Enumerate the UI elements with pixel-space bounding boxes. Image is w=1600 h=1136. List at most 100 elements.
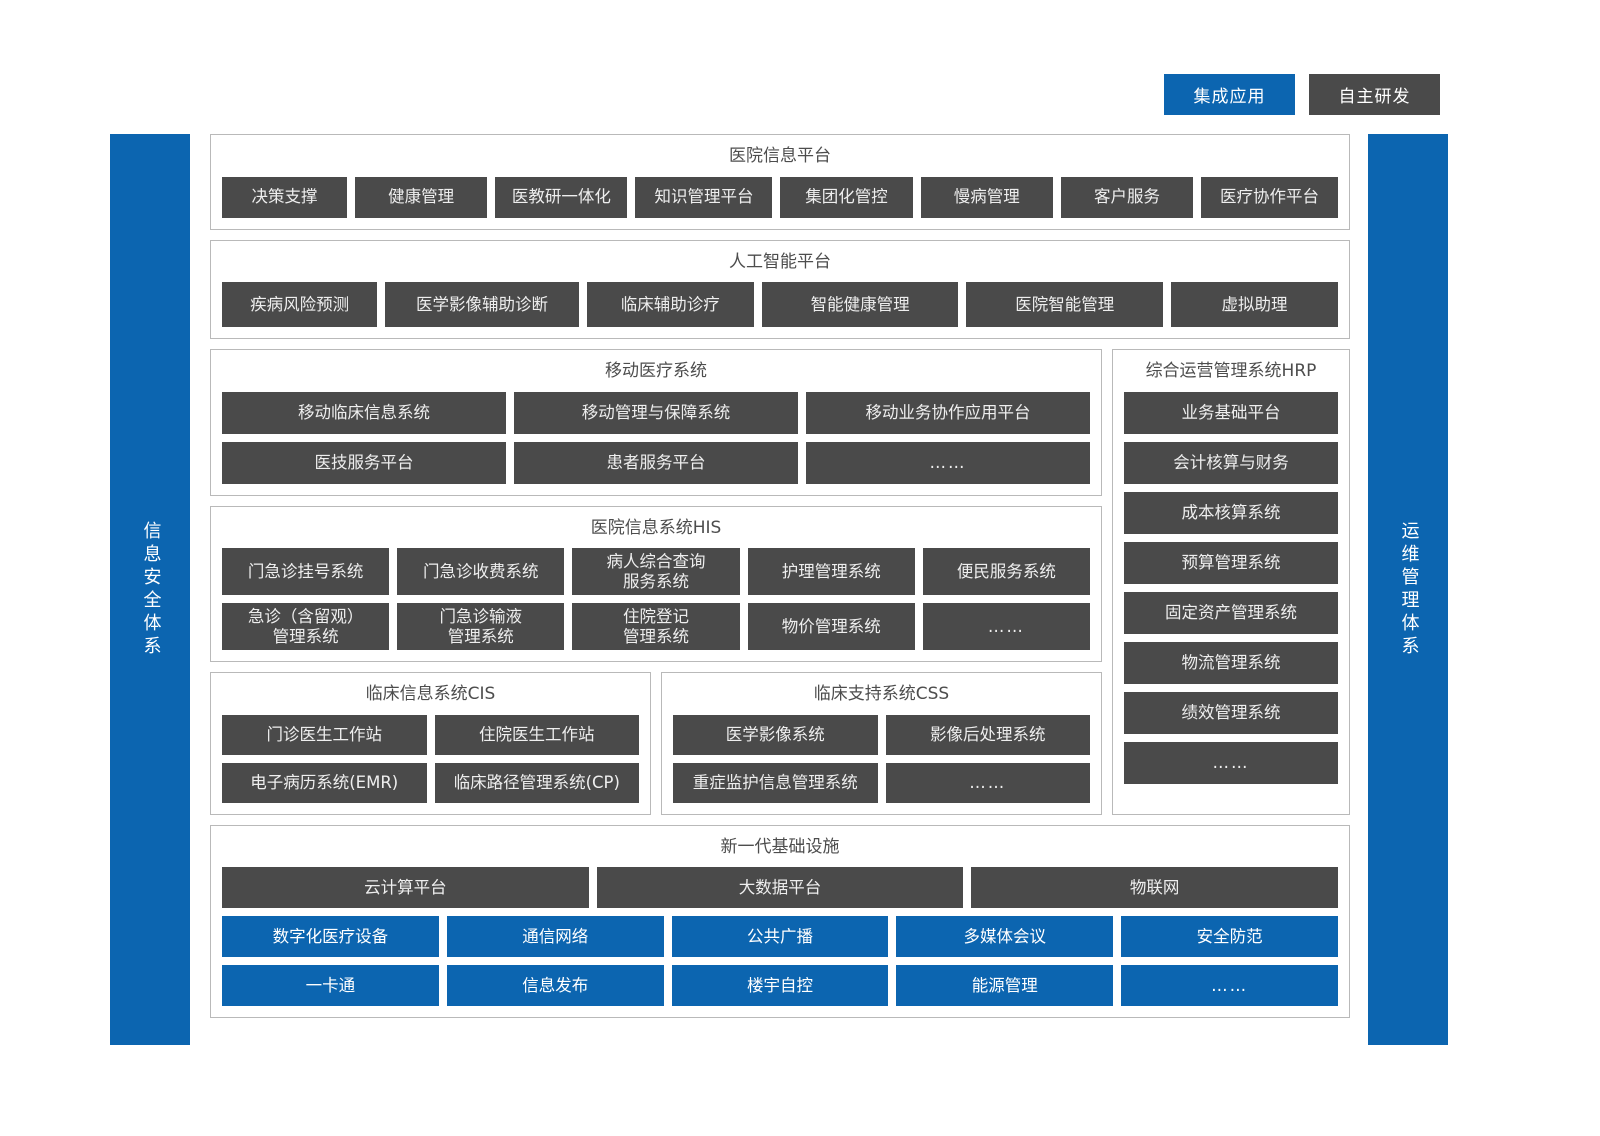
module-box[interactable]: 急诊（含留观） 管理系统	[222, 603, 390, 650]
module-box[interactable]: 云计算平台	[222, 867, 589, 908]
module-box[interactable]: 医学影像辅助诊断	[385, 282, 579, 327]
row-css-2: 重症监护信息管理系统 ……	[673, 762, 1090, 803]
module-box[interactable]: 医院智能管理	[966, 282, 1164, 327]
module-box[interactable]: 患者服务平台	[514, 441, 798, 484]
module-box[interactable]: 医技服务平台	[222, 441, 506, 484]
row-cis-1: 门诊医生工作站 住院医生工作站	[222, 714, 639, 755]
module-box[interactable]: 门急诊挂号系统	[222, 548, 390, 595]
module-box[interactable]: 知识管理平台	[635, 176, 773, 218]
panel-his: 医院信息系统HIS 门急诊挂号系统 门急诊收费系统 病人综合查询 服务系统 护理…	[210, 505, 1102, 662]
module-box[interactable]: 临床辅助诊疗	[586, 282, 754, 327]
module-box[interactable]: 移动临床信息系统	[222, 391, 506, 434]
legend-integrated-app[interactable]: 集成应用	[1164, 74, 1295, 115]
row-infrastructure-dark: 云计算平台 大数据平台 物联网	[222, 867, 1339, 908]
panel-title-ai-platform: 人工智能平台	[729, 251, 831, 272]
module-box[interactable]: 一卡通	[222, 965, 439, 1006]
row-his-1: 门急诊挂号系统 门急诊收费系统 病人综合查询 服务系统 护理管理系统 便民服务系…	[222, 548, 1091, 595]
legend: 集成应用 自主研发	[1164, 74, 1440, 115]
middle-split: 移动医疗系统 移动临床信息系统 移动管理与保障系统 移动业务协作应用平台 医技服…	[210, 349, 1350, 815]
panel-title-hrp: 综合运营管理系统HRP	[1145, 361, 1317, 381]
module-box[interactable]: 信息发布	[446, 965, 664, 1006]
module-box[interactable]: 住院医生工作站	[434, 714, 639, 755]
module-box[interactable]: 集团化管控	[780, 176, 913, 218]
panel-ai-platform: 人工智能平台 疾病风险预测 医学影像辅助诊断 临床辅助诊疗 智能健康管理 医院智…	[210, 239, 1350, 339]
module-box[interactable]: 能源管理	[896, 965, 1114, 1006]
module-box[interactable]: 医学影像系统	[673, 714, 878, 755]
panel-cis: 临床信息系统CIS 门诊医生工作站 住院医生工作站 电子病历系统(EMR) 临床…	[210, 672, 651, 815]
row-hospital-info-platform: 决策支撑 健康管理 医教研一体化 知识管理平台 集团化管控 慢病管理 客户服务 …	[222, 176, 1338, 218]
module-box[interactable]: 决策支撑	[222, 176, 348, 218]
panel-title-infrastructure: 新一代基础设施	[720, 836, 840, 857]
module-box[interactable]: 成本核算系统	[1124, 491, 1338, 534]
panel-css: 临床支持系统CSS 医学影像系统 影像后处理系统 重症监护信息管理系统 ……	[661, 672, 1102, 815]
module-box[interactable]: 固定资产管理系统	[1124, 591, 1338, 634]
module-box[interactable]: 虚拟助理	[1171, 282, 1338, 327]
module-box-more[interactable]: ……	[885, 762, 1090, 803]
legend-self-developed[interactable]: 自主研发	[1309, 74, 1440, 115]
module-box[interactable]: 绩效管理系统	[1124, 691, 1338, 734]
module-box[interactable]: 病人综合查询 服务系统	[572, 548, 740, 595]
module-box[interactable]: 客户服务	[1060, 176, 1194, 218]
hrp-item-list: 业务基础平台 会计核算与财务 成本核算系统 预算管理系统 固定资产管理系统 物流…	[1124, 391, 1338, 803]
panel-hospital-info-platform: 医院信息平台 决策支撑 健康管理 医教研一体化 知识管理平台 集团化管控 慢病管…	[210, 134, 1350, 230]
module-box[interactable]: 便民服务系统	[922, 548, 1091, 595]
module-box-more[interactable]: ……	[806, 441, 1090, 484]
panel-title-cis: 临床信息系统CIS	[365, 684, 496, 704]
module-box[interactable]: 数字化医疗设备	[222, 916, 439, 957]
row-infrastructure-blue-2: 一卡通 信息发布 楼宇自控 能源管理 ……	[222, 965, 1338, 1006]
sidebar-operations-management[interactable]: 运维管理体系	[1368, 134, 1448, 1045]
module-box[interactable]: 移动管理与保障系统	[514, 391, 798, 434]
module-box[interactable]: 临床路径管理系统(CP)	[434, 762, 639, 803]
module-box[interactable]: 业务基础平台	[1124, 391, 1338, 434]
module-box[interactable]: 医教研一体化	[495, 176, 628, 218]
panel-mobile-medical: 移动医疗系统 移动临床信息系统 移动管理与保障系统 移动业务协作应用平台 医技服…	[210, 349, 1102, 496]
module-box[interactable]: 物流管理系统	[1124, 641, 1338, 684]
module-box-more[interactable]: ……	[1124, 741, 1338, 784]
middle-left-stack: 移动医疗系统 移动临床信息系统 移动管理与保障系统 移动业务协作应用平台 医技服…	[210, 349, 1102, 815]
main-content: 医院信息平台 决策支撑 健康管理 医教研一体化 知识管理平台 集团化管控 慢病管…	[210, 134, 1350, 1045]
panel-title-css: 临床支持系统CSS	[813, 684, 950, 704]
module-box[interactable]: 公共广播	[671, 916, 889, 957]
module-box[interactable]: 门急诊收费系统	[397, 548, 565, 595]
module-box[interactable]: 大数据平台	[596, 867, 964, 908]
module-box[interactable]: 门急诊输液 管理系统	[397, 603, 565, 650]
module-box[interactable]: 健康管理	[355, 176, 488, 218]
panel-infrastructure: 新一代基础设施 云计算平台 大数据平台 物联网 数字化医疗设备 通信网络 公共广…	[210, 824, 1350, 1018]
module-box[interactable]: 通信网络	[446, 916, 664, 957]
module-box-more[interactable]: ……	[922, 603, 1091, 650]
module-box[interactable]: 物价管理系统	[747, 603, 915, 650]
module-box[interactable]: 物联网	[971, 867, 1339, 908]
module-box[interactable]: 会计核算与财务	[1124, 441, 1338, 484]
panel-title-mobile-medical: 移动医疗系统	[605, 361, 707, 381]
panel-hrp: 综合运营管理系统HRP 业务基础平台 会计核算与财务 成本核算系统 预算管理系统…	[1112, 349, 1350, 815]
row-mobile-medical-2: 医技服务平台 患者服务平台 ……	[222, 441, 1090, 484]
module-box[interactable]: 门诊医生工作站	[222, 714, 427, 755]
sidebar-information-security[interactable]: 信息安全体系	[110, 134, 190, 1045]
module-box[interactable]: 重症监护信息管理系统	[673, 762, 878, 803]
cis-css-pair: 临床信息系统CIS 门诊医生工作站 住院医生工作站 电子病历系统(EMR) 临床…	[210, 672, 1102, 815]
module-box[interactable]: 疾病风险预测	[222, 282, 378, 327]
module-box-more[interactable]: ……	[1121, 965, 1338, 1006]
panel-title-hospital-info-platform: 医院信息平台	[729, 146, 831, 166]
module-box[interactable]: 影像后处理系统	[885, 714, 1090, 755]
panel-title-his: 医院信息系统HIS	[590, 517, 722, 538]
module-box[interactable]: 护理管理系统	[747, 548, 915, 595]
module-box[interactable]: 楼宇自控	[671, 965, 889, 1006]
row-css-1: 医学影像系统 影像后处理系统	[673, 714, 1090, 755]
module-box[interactable]: 安全防范	[1121, 916, 1338, 957]
sidebar-right-label: 运维管理体系	[1398, 520, 1420, 659]
row-mobile-medical-1: 移动临床信息系统 移动管理与保障系统 移动业务协作应用平台	[222, 391, 1090, 434]
module-box[interactable]: 智能健康管理	[761, 282, 959, 327]
module-box[interactable]: 住院登记 管理系统	[572, 603, 740, 650]
row-cis-2: 电子病历系统(EMR) 临床路径管理系统(CP)	[222, 762, 639, 803]
module-box[interactable]: 预算管理系统	[1124, 541, 1338, 584]
module-box[interactable]: 多媒体会议	[896, 916, 1114, 957]
module-box[interactable]: 慢病管理	[920, 176, 1053, 218]
module-box[interactable]: 电子病历系统(EMR)	[222, 762, 427, 803]
module-box[interactable]: 医疗协作平台	[1201, 176, 1338, 218]
row-infrastructure-blue-1: 数字化医疗设备 通信网络 公共广播 多媒体会议 安全防范	[222, 916, 1338, 957]
module-box[interactable]: 移动业务协作应用平台	[806, 391, 1090, 434]
sidebar-left-label: 信息安全体系	[140, 520, 162, 659]
row-ai-platform: 疾病风险预测 医学影像辅助诊断 临床辅助诊疗 智能健康管理 医院智能管理 虚拟助…	[222, 282, 1338, 327]
